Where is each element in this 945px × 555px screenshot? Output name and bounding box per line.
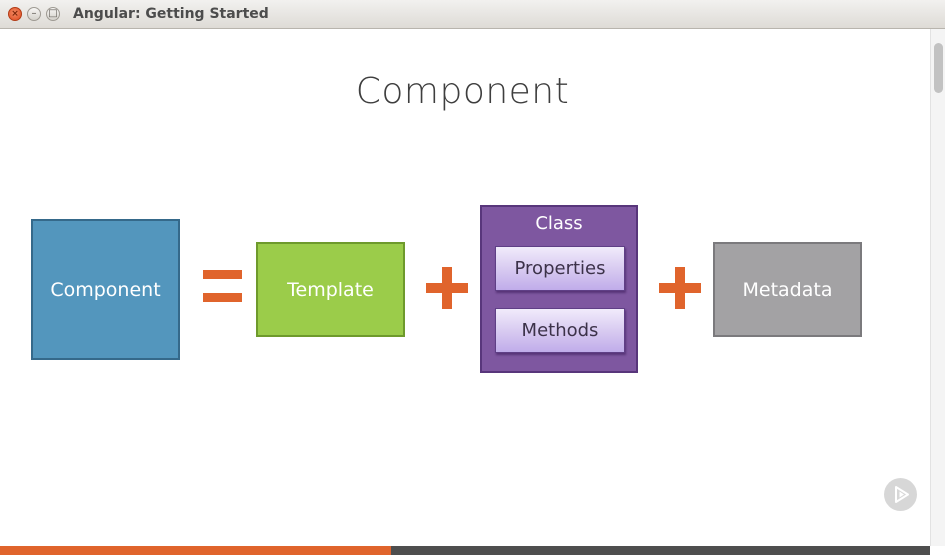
metadata-box-label: Metadata: [742, 278, 833, 301]
play-button[interactable]: [884, 478, 917, 511]
progress-fill: [0, 546, 391, 555]
properties-box: Properties: [495, 246, 625, 291]
close-icon: ×: [11, 9, 19, 19]
window-titlebar: × – □ Angular: Getting Started: [0, 0, 945, 29]
component-box-label: Component: [50, 278, 161, 301]
properties-label: Properties: [514, 258, 606, 279]
window-title: Angular: Getting Started: [73, 6, 269, 22]
methods-label: Methods: [521, 320, 599, 341]
window-close-button[interactable]: ×: [8, 7, 22, 21]
scrollbar-thumb[interactable]: [934, 43, 943, 93]
metadata-box: Metadata: [713, 242, 862, 337]
template-box: Template: [256, 242, 405, 337]
play-icon: [895, 486, 909, 503]
class-box-label: Class: [535, 213, 583, 234]
template-box-label: Template: [287, 278, 374, 301]
methods-box: Methods: [495, 308, 625, 353]
minimize-icon: –: [31, 8, 37, 19]
plus-sign: [659, 267, 701, 309]
maximize-icon: □: [48, 8, 58, 19]
plus-sign: [426, 267, 468, 309]
window-minimize-button[interactable]: –: [27, 7, 41, 21]
class-box: Class Properties Methods: [480, 205, 638, 373]
component-box: Component: [31, 219, 180, 360]
window-maximize-button[interactable]: □: [46, 7, 60, 21]
playback-progress-bar[interactable]: [0, 546, 930, 555]
slide-title: Component: [355, 71, 570, 112]
equals-sign: [203, 270, 242, 302]
slide-area: Component Component Template Class Prope…: [0, 29, 930, 546]
vertical-scrollbar[interactable]: [930, 29, 945, 546]
